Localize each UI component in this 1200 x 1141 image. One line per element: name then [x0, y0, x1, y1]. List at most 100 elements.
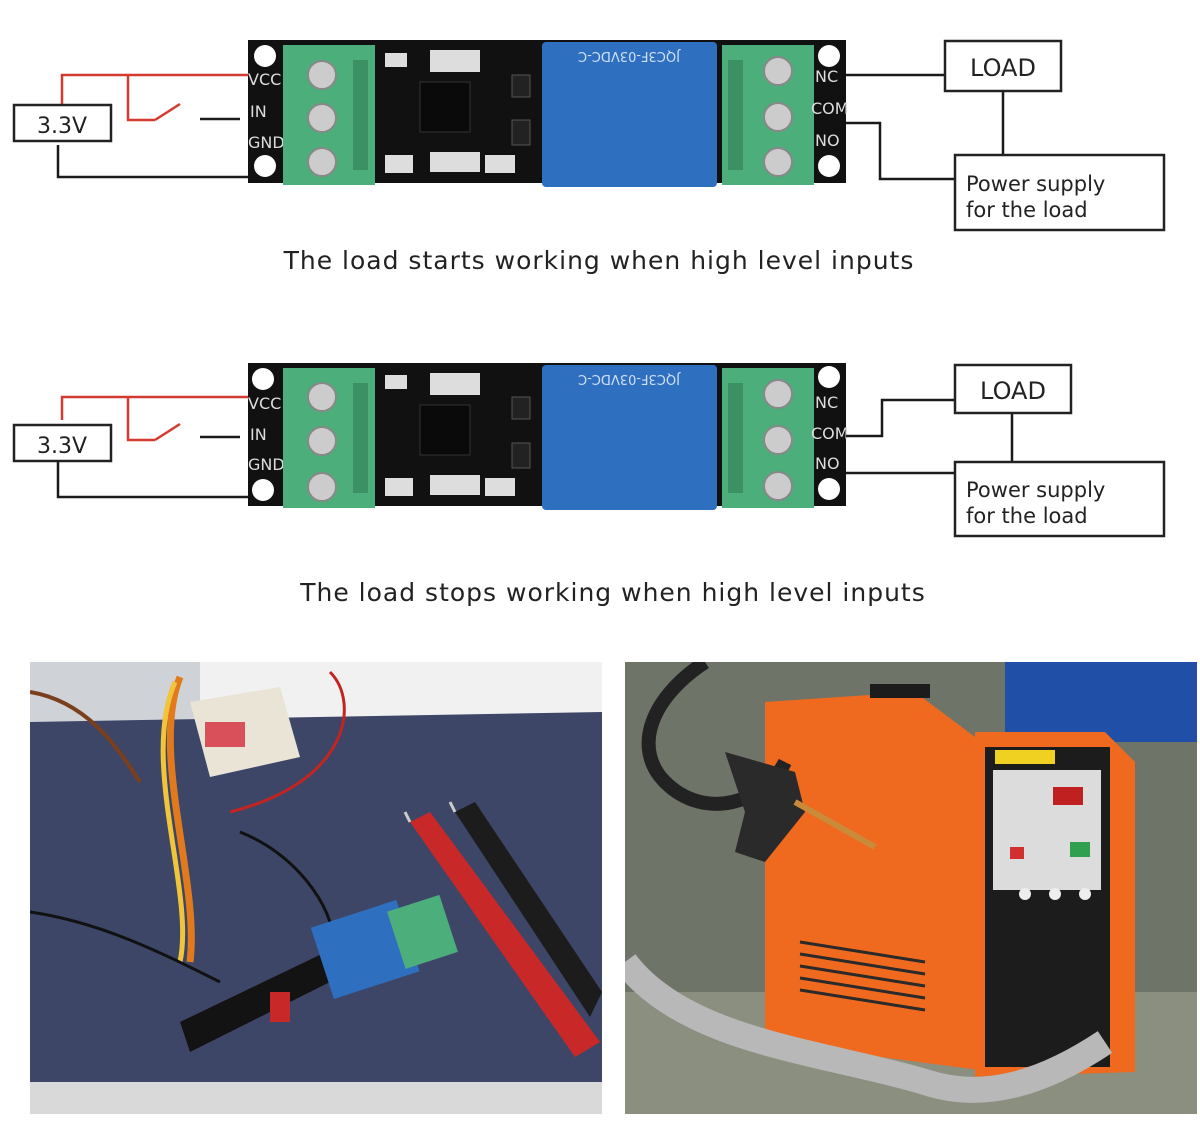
- black-wire: [239, 830, 332, 923]
- diagram-caption-normally-open: The load starts working when high level …: [283, 246, 915, 275]
- switch-lever: [154, 102, 181, 122]
- transistor: [511, 396, 531, 420]
- pin-label-no: NO: [815, 454, 840, 473]
- mount-hole: [818, 478, 840, 500]
- supply-box: [953, 153, 1166, 232]
- smd-component: [385, 375, 407, 389]
- optocoupler: [419, 81, 471, 133]
- pin-label-gnd: GND: [248, 455, 285, 474]
- pin-label-in: IN: [250, 425, 267, 444]
- switch-red: [1010, 847, 1024, 859]
- source-voltage-label: 3.3V: [37, 434, 87, 459]
- pin-label-com: COM: [811, 424, 849, 443]
- relay-block: [542, 365, 717, 510]
- smd-component: [430, 50, 480, 72]
- blue-machine: [1005, 662, 1197, 742]
- green-terminal: [387, 894, 458, 969]
- pin-label-gnd: GND: [248, 133, 285, 152]
- terminal-screw: [307, 426, 337, 456]
- mount-hole: [818, 155, 840, 177]
- panel-knob: [1019, 888, 1031, 900]
- vent-grille: [799, 940, 926, 1012]
- mount-hole: [254, 45, 276, 67]
- grey-hose: [625, 953, 1113, 1103]
- smd-component: [485, 478, 515, 496]
- gnd-wire: [56, 145, 250, 179]
- terminal-screw: [763, 471, 793, 501]
- pin-label-com: COM: [811, 99, 849, 118]
- smd-component: [485, 155, 515, 173]
- mount-hole: [252, 368, 274, 390]
- smd-component: [385, 478, 413, 496]
- terminal-screw: [763, 147, 793, 177]
- wiring-diagram-normally-closed: 3.3V VCC IN GND JQC3F-03VDC-C NC COM NO: [12, 363, 1166, 538]
- yellow-wire: [160, 681, 186, 963]
- supply-label-line1: Power supply: [966, 172, 1105, 196]
- heater-gun: [725, 752, 805, 862]
- terminal-slot: [728, 383, 743, 493]
- source-voltage-box: [12, 423, 113, 463]
- top-handle: [870, 684, 930, 698]
- red-wire: [229, 670, 346, 814]
- optocoupler: [419, 404, 471, 456]
- wiring-diagram-normally-open: 3.3V VCC IN GND JQC3F-03VDC-C: [12, 39, 1166, 232]
- mount-hole: [252, 479, 274, 501]
- relay-block: [542, 42, 717, 187]
- gnd-wire: [56, 462, 250, 499]
- smd-component: [430, 373, 480, 395]
- terminal-screw: [307, 472, 337, 502]
- pin-label-vcc: VCC: [248, 70, 281, 89]
- load-label: LOAD: [970, 54, 1036, 82]
- load-box: [953, 363, 1073, 415]
- diode: [511, 119, 531, 146]
- smd-component: [430, 152, 480, 172]
- diode: [511, 442, 531, 469]
- control-panel: [993, 770, 1101, 890]
- relay-marking: JQC3F-03VDC-C: [578, 371, 681, 386]
- red-component: [205, 722, 245, 747]
- supply-label-line2: for the load: [966, 504, 1088, 528]
- source-voltage-box: [12, 103, 113, 143]
- smd-component: [385, 155, 413, 173]
- switch-wire: [126, 397, 155, 442]
- pin-label-vcc: VCC: [248, 394, 281, 413]
- supply-label-line2: for the load: [966, 198, 1088, 222]
- switch-wire: [126, 75, 155, 122]
- terminal-screw: [763, 425, 793, 455]
- mount-hole: [254, 155, 276, 177]
- transistor: [511, 74, 531, 98]
- smd-component: [385, 53, 407, 67]
- supply-box: [953, 460, 1166, 538]
- red-jumper: [270, 992, 290, 1022]
- pin-label-nc: NC: [815, 67, 838, 86]
- no-wire: [846, 121, 955, 181]
- switch-lever: [154, 422, 181, 442]
- terminal-slot: [353, 60, 368, 170]
- diagram-caption-normally-closed: The load stops working when high level i…: [300, 578, 926, 607]
- panel-knob: [1079, 888, 1091, 900]
- output-wiring: [846, 73, 1005, 181]
- black-probe: [455, 802, 602, 1017]
- welder-side: [765, 692, 995, 1072]
- terminal-slot: [728, 60, 743, 170]
- terminal-slot: [353, 383, 368, 493]
- terminal-screw: [307, 103, 337, 133]
- mount-hole: [818, 366, 840, 388]
- terminal-screw: [307, 60, 337, 90]
- source-box: 3.3V: [12, 103, 113, 143]
- warning-label: [995, 750, 1055, 764]
- output-wiring: [846, 398, 1014, 475]
- mount-hole: [818, 45, 840, 67]
- source-voltage-label: 3.3V: [37, 114, 87, 139]
- relay-module: VCC IN GND JQC3F-03VDC-C NC COM NO: [248, 363, 849, 510]
- vcc-wire: [60, 395, 250, 420]
- photo-relay-module-on-mat: [30, 662, 602, 1114]
- probe-tip: [448, 801, 457, 813]
- relay-marking: JQC3F-03VDC-C: [578, 48, 681, 63]
- terminal-screw: [307, 147, 337, 177]
- orange-wire: [166, 675, 195, 963]
- black-wire: [30, 910, 221, 984]
- smd-component: [430, 475, 480, 495]
- pin-label-nc: NC: [815, 393, 838, 412]
- photo-induction-heater: [625, 662, 1197, 1114]
